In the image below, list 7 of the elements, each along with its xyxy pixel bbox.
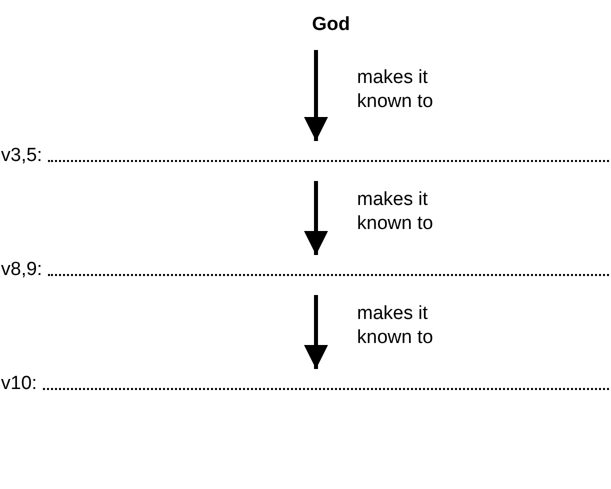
verse-label: v8,9: xyxy=(1,259,42,281)
verse-label: v3,5: xyxy=(1,145,42,167)
verse-label: v10: xyxy=(1,373,37,395)
arrow xyxy=(304,181,328,255)
arrow xyxy=(304,295,328,369)
heading-text: God xyxy=(312,14,350,36)
arrow xyxy=(304,50,328,141)
